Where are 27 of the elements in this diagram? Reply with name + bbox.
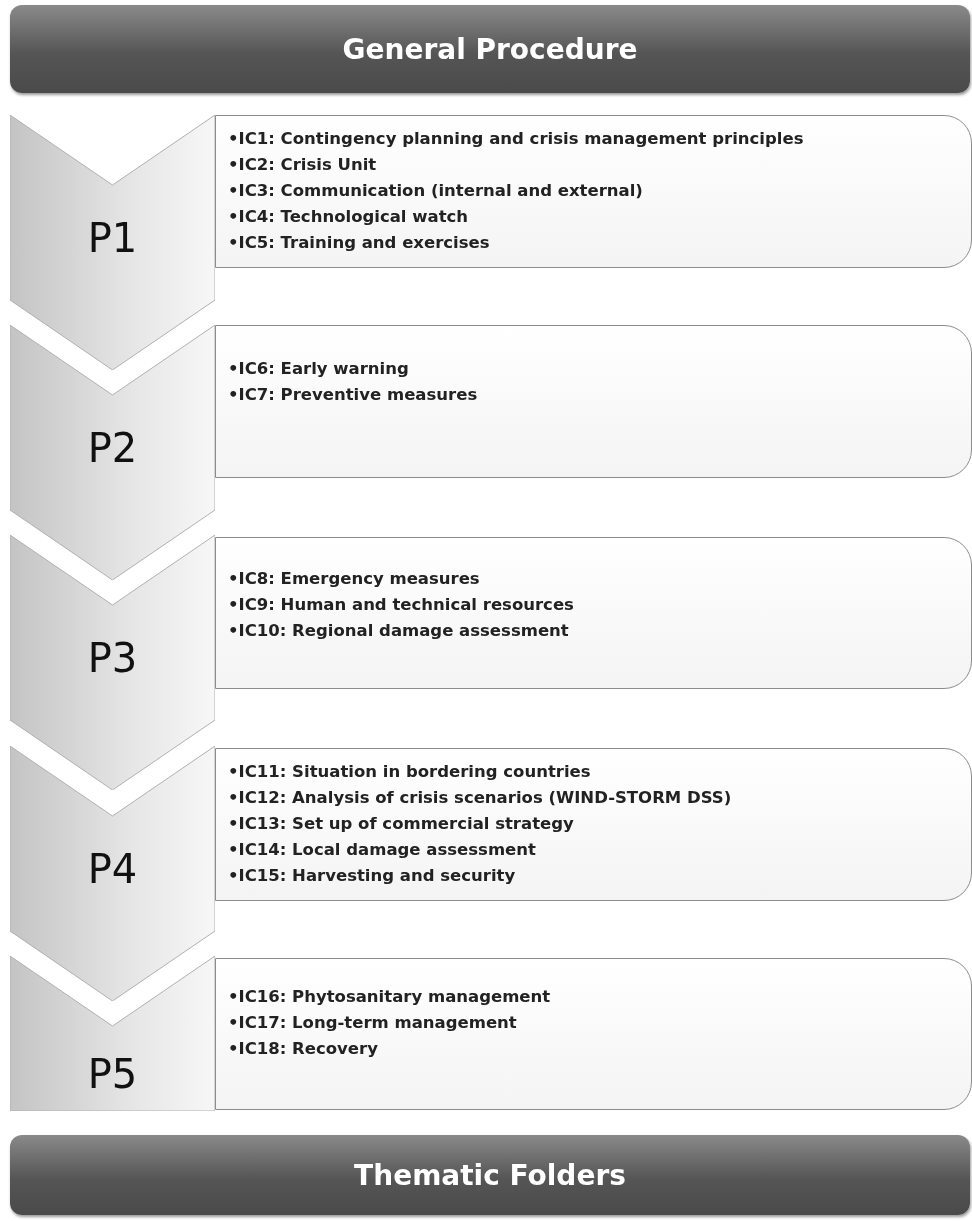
- phase-label: P5: [86, 1051, 139, 1097]
- list-item: •IC17: Long-term management: [228, 1012, 518, 1034]
- list-item: •IC5: Training and exercises: [228, 232, 491, 254]
- phase-label: P1: [86, 215, 139, 261]
- list-item: •IC1: Contingency planning and crisis management principles: [228, 128, 805, 150]
- list-item: •IC6: Early warning: [228, 358, 410, 380]
- list-item: •IC4: Technological watch: [228, 206, 470, 228]
- list-item: •IC13: Set up of commercial strategy: [228, 813, 575, 835]
- list-item: •IC11: Situation in bordering countries: [228, 761, 592, 783]
- phase-label: P4: [86, 846, 139, 892]
- list-item: •IC15: Harvesting and security: [228, 865, 517, 887]
- phase-label: P3: [86, 635, 139, 681]
- bar-title: General Procedure: [342, 32, 638, 66]
- list-item: •IC12: Analysis of crisis scenarios (WIND-STORM DSS): [228, 787, 733, 809]
- list-item: •IC10: Regional damage assessment: [228, 620, 570, 642]
- list-item: •IC3: Communication (internal and external): [228, 180, 644, 202]
- list-item: •IC8: Emergency measures: [228, 568, 481, 590]
- header-bar: [10, 1135, 970, 1215]
- list-item: •IC16: Phytosanitary management: [228, 986, 552, 1008]
- list-item: •IC18: Recovery: [228, 1038, 379, 1060]
- list-item: •IC2: Crisis Unit: [228, 154, 378, 176]
- list-item: •IC14: Local damage assessment: [228, 839, 537, 861]
- list-item: •IC7: Preventive measures: [228, 384, 479, 406]
- list-item: •IC9: Human and technical resources: [228, 594, 575, 616]
- header-bar: [10, 5, 970, 93]
- bar-title: Thematic Folders: [354, 1158, 626, 1192]
- phase-label: P2: [86, 425, 139, 471]
